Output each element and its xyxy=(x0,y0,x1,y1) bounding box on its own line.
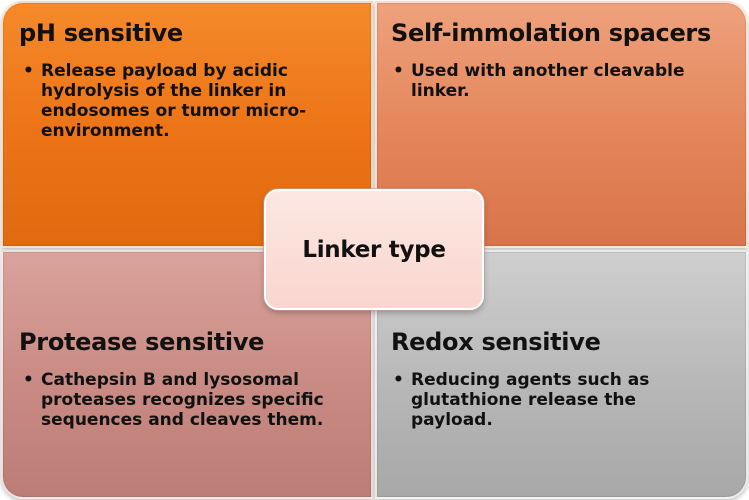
bullet-list: Reducing agents such as glutathione rele… xyxy=(391,370,721,430)
quadrant-title: Redox sensitive xyxy=(391,328,601,356)
bullet-item: Used with another cleavable linker. xyxy=(391,61,731,101)
quadrant-title: Self-immolation spacers xyxy=(391,19,711,47)
center-box: Linker type xyxy=(264,189,484,310)
bullet-item: Release payload by acidic hydrolysis of … xyxy=(21,61,341,141)
center-label: Linker type xyxy=(302,236,446,263)
bullet-item: Cathepsin B and lysosomal proteases reco… xyxy=(21,370,366,430)
quadrant-ph-sensitive: pH sensitive Release payload by acidic h… xyxy=(1,1,373,248)
bullet-list: Used with another cleavable linker. xyxy=(391,61,731,101)
quadrant-title: pH sensitive xyxy=(19,19,183,47)
bullet-item: Reducing agents such as glutathione rele… xyxy=(391,370,721,430)
quadrant-self-immolation-spacers: Self-immolation spacers Used with anothe… xyxy=(375,1,748,248)
bullet-list: Release payload by acidic hydrolysis of … xyxy=(21,61,341,141)
quadrant-title: Protease sensitive xyxy=(19,328,265,356)
bullet-list: Cathepsin B and lysosomal proteases reco… xyxy=(21,370,366,430)
